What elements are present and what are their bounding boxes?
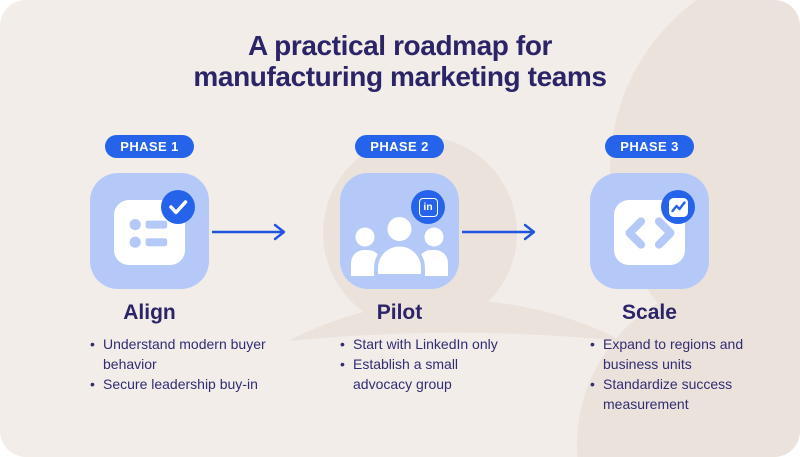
decorative-arc-band bbox=[288, 300, 622, 341]
phase-2-icon-card: in bbox=[340, 173, 459, 289]
phase-3-icon-card bbox=[590, 173, 709, 289]
bullet-item: Understand modern buyer behavior bbox=[90, 334, 295, 374]
phase-1-column: PHASE 1 bbox=[90, 135, 310, 394]
phase-1-badge-label: PHASE 1 bbox=[120, 139, 179, 154]
linkedin-icon: in bbox=[411, 190, 445, 224]
phase-2-column: PHASE 2 in bbox=[340, 135, 560, 394]
bullet-item: Expand to regions and business units bbox=[590, 334, 775, 374]
bullet-item: Standardize success measurement bbox=[590, 374, 775, 414]
phase-1-bullet-list: Understand modern buyer behavior Secure … bbox=[90, 334, 295, 394]
phase-3-bullet-list: Expand to regions and business units Sta… bbox=[590, 334, 775, 414]
phase-3-badge-label: PHASE 3 bbox=[620, 139, 679, 154]
bullet-item: Start with LinkedIn only bbox=[340, 334, 512, 354]
phase-3-column: PHASE 3 bbox=[590, 135, 800, 414]
people-group-icon bbox=[351, 213, 448, 278]
check-icon bbox=[161, 190, 195, 224]
trend-chart-icon bbox=[661, 190, 695, 224]
phase-2-name: Pilot bbox=[376, 301, 423, 324]
phase-3-name: Scale bbox=[622, 301, 677, 324]
arrow-right-icon bbox=[212, 223, 286, 241]
phase-3-badge: PHASE 3 bbox=[605, 135, 694, 158]
phase-1-badge: PHASE 1 bbox=[105, 135, 194, 158]
phase-2-badge-label: PHASE 2 bbox=[370, 139, 429, 154]
phase-2-bullet-list: Start with LinkedIn only Establish a sma… bbox=[340, 334, 512, 394]
code-brackets-icon bbox=[614, 200, 685, 265]
phase-2-badge: PHASE 2 bbox=[355, 135, 444, 158]
bullet-item: Establish a small advocacy group bbox=[340, 354, 512, 394]
phase-1-name: Align bbox=[123, 301, 176, 324]
bullet-item: Secure leadership buy-in bbox=[90, 374, 295, 394]
page-title: A practical roadmap for manufacturing ma… bbox=[193, 30, 607, 92]
linkedin-icon-text: in bbox=[423, 200, 433, 213]
arrow-right-icon bbox=[462, 223, 536, 241]
phase-1-icon-card bbox=[90, 173, 209, 289]
